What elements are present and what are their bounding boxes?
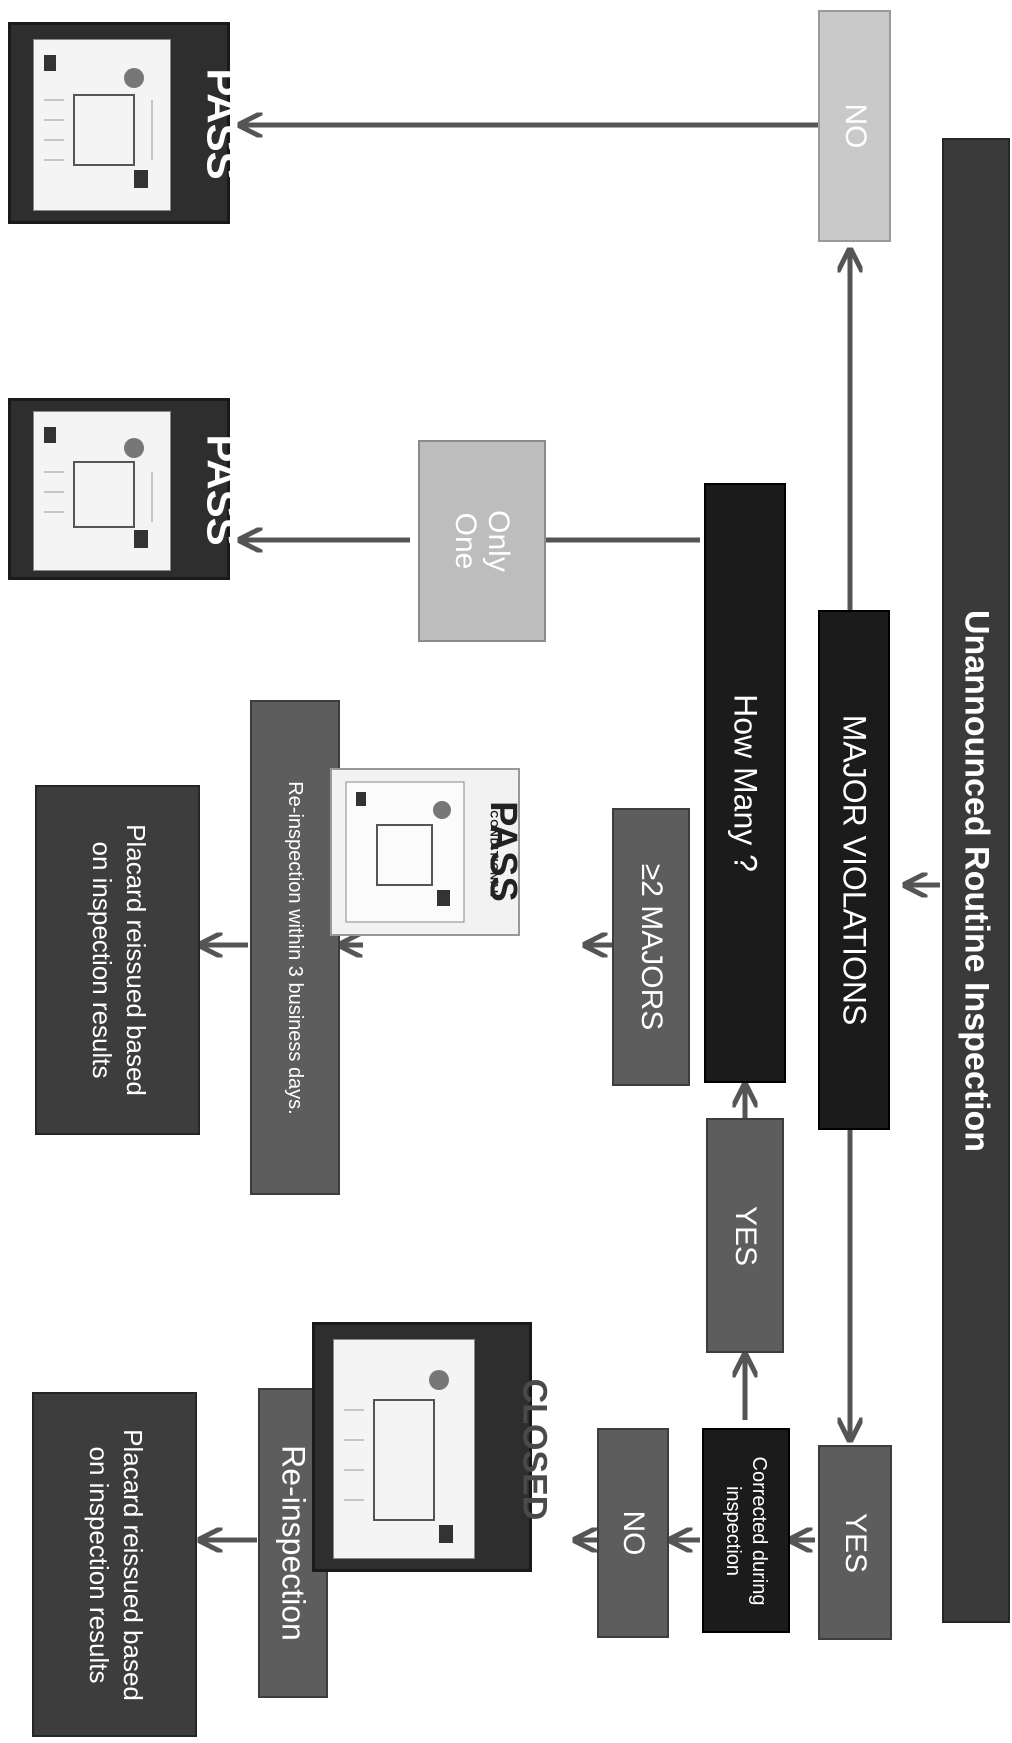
pass-top-title: PASS [198, 68, 246, 180]
placard-sheet-graphic [44, 55, 153, 188]
title-box: Unannounced Routine Inspection [942, 138, 1010, 1623]
reinspection-3days-label: Re-inspection within 3 business days. [284, 780, 306, 1115]
two-majors-label: ≥2 MAJORS [635, 863, 668, 1031]
corrected-label: Corrected during inspection [722, 1456, 770, 1605]
pass-mid-title: PASS [198, 434, 246, 546]
yes-bottom-box: YES [818, 1445, 892, 1640]
no-top-box: NO [818, 10, 891, 242]
conditional-big-title: PASS [481, 801, 524, 902]
page-title: Unannounced Routine Inspection [957, 609, 996, 1152]
no-top-label: NO [838, 103, 872, 149]
placard-reissued-label-2: Placard reissued based on inspection res… [83, 1428, 148, 1701]
how-many-box: How Many ? [704, 483, 786, 1083]
corrected-box: Corrected during inspection [702, 1428, 790, 1633]
only-one-box: Only One [418, 440, 546, 642]
reinspection-3days-box: Re-inspection within 3 business days. [250, 700, 340, 1195]
closed-placard: CLOSED [312, 1322, 553, 1572]
yes-bottom-label: YES [839, 1512, 872, 1573]
yes-mid-box: YES [706, 1118, 784, 1353]
pass-placard-top: PASS [8, 22, 246, 224]
placard-sheet [33, 411, 171, 571]
placard-sheet [333, 1339, 475, 1559]
placard-reissued-box-1: Placard reissued based on inspection res… [35, 785, 200, 1135]
conditional-pass-placard: CONDITIONAL PASS [330, 768, 524, 936]
major-violations-box: MAJOR VIOLATIONS [818, 610, 890, 1130]
major-violations-label: MAJOR VIOLATIONS [836, 714, 873, 1026]
pass-placard-mid: PASS [8, 398, 246, 580]
conditional-sheet-graphic [345, 781, 465, 923]
how-many-label: How Many ? [727, 694, 764, 872]
closed-title: CLOSED [515, 1378, 554, 1521]
placard-sheet [33, 39, 171, 211]
reinspection-label: Re-inspection [275, 1445, 312, 1641]
placard-sheet-graphic [44, 427, 153, 548]
placard-reissued-box-2: Placard reissued based on inspection res… [32, 1392, 197, 1737]
yes-mid-label: YES [729, 1205, 762, 1266]
two-majors-box: ≥2 MAJORS [612, 808, 690, 1086]
placard-sheet-graphic [344, 1370, 453, 1543]
no-bottom-label: NO [617, 1510, 650, 1556]
only-one-label: Only One [449, 510, 515, 572]
placard-reissued-label-1: Placard reissued based on inspection res… [86, 824, 151, 1096]
no-bottom-box: NO [597, 1428, 669, 1638]
